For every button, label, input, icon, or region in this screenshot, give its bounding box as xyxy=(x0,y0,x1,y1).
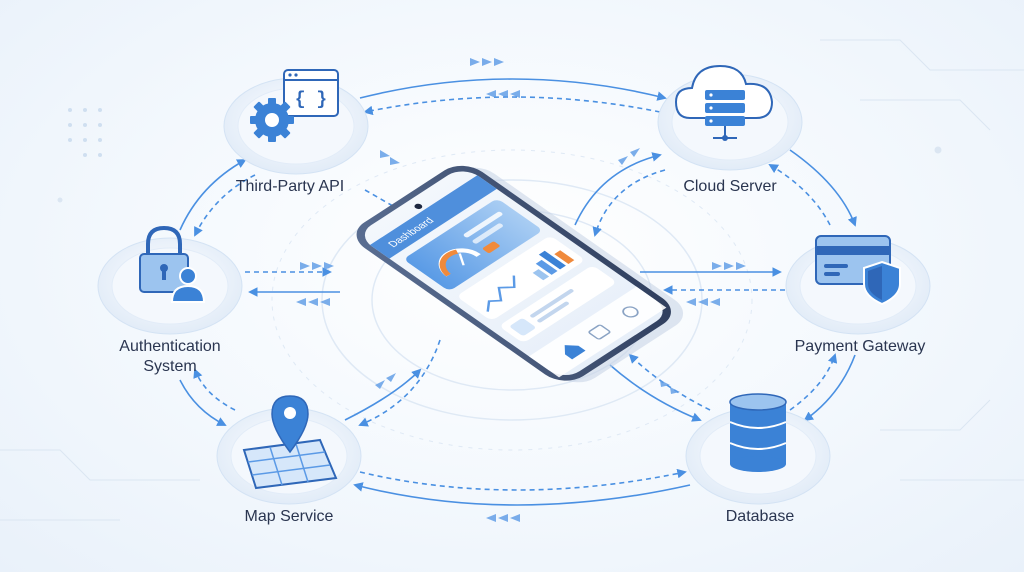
home-icon[interactable] xyxy=(558,341,586,360)
spoke-connections xyxy=(245,152,785,427)
outer-connections xyxy=(179,78,857,506)
dot-grid-decoration xyxy=(68,108,102,157)
node-third-party-api[interactable]: { } xyxy=(223,69,369,175)
node-database[interactable] xyxy=(685,393,831,505)
camera-dot xyxy=(414,203,423,210)
label-map-service: Map Service xyxy=(244,508,334,525)
label-authentication-line2: System xyxy=(143,358,197,375)
database-icon xyxy=(729,393,787,472)
node-map-service[interactable] xyxy=(216,395,362,505)
settings-icon[interactable] xyxy=(620,305,641,319)
phone-bottom-nav xyxy=(529,286,667,378)
gear-code-window-icon: { } xyxy=(250,69,339,142)
node-authentication-system[interactable] xyxy=(97,225,243,335)
node-payment-gateway[interactable] xyxy=(785,235,931,335)
background-decoration xyxy=(0,39,1024,521)
label-authentication-line1: Authentication xyxy=(119,338,221,355)
label-third-party-api: Third-Party API xyxy=(235,178,345,195)
credit-card-shield-icon xyxy=(815,235,901,306)
svg-text:{ }: { } xyxy=(295,90,327,110)
chat-icon[interactable] xyxy=(588,324,611,340)
label-authentication-system: Authentication System xyxy=(90,337,250,377)
label-database: Database xyxy=(725,508,795,525)
map-pin-icon xyxy=(242,395,338,490)
lock-user-icon xyxy=(139,225,206,303)
cloud-server-icon xyxy=(674,64,774,141)
data-flow-chevrons xyxy=(296,58,746,522)
phone-header-bar xyxy=(369,175,497,259)
profile-card[interactable] xyxy=(499,265,618,343)
label-cloud-server: Cloud Server xyxy=(683,178,777,195)
node-cloud-server[interactable] xyxy=(657,64,803,171)
smartphone[interactable]: Dashboard xyxy=(346,155,695,393)
label-payment-gateway: Payment Gateway xyxy=(794,338,926,355)
